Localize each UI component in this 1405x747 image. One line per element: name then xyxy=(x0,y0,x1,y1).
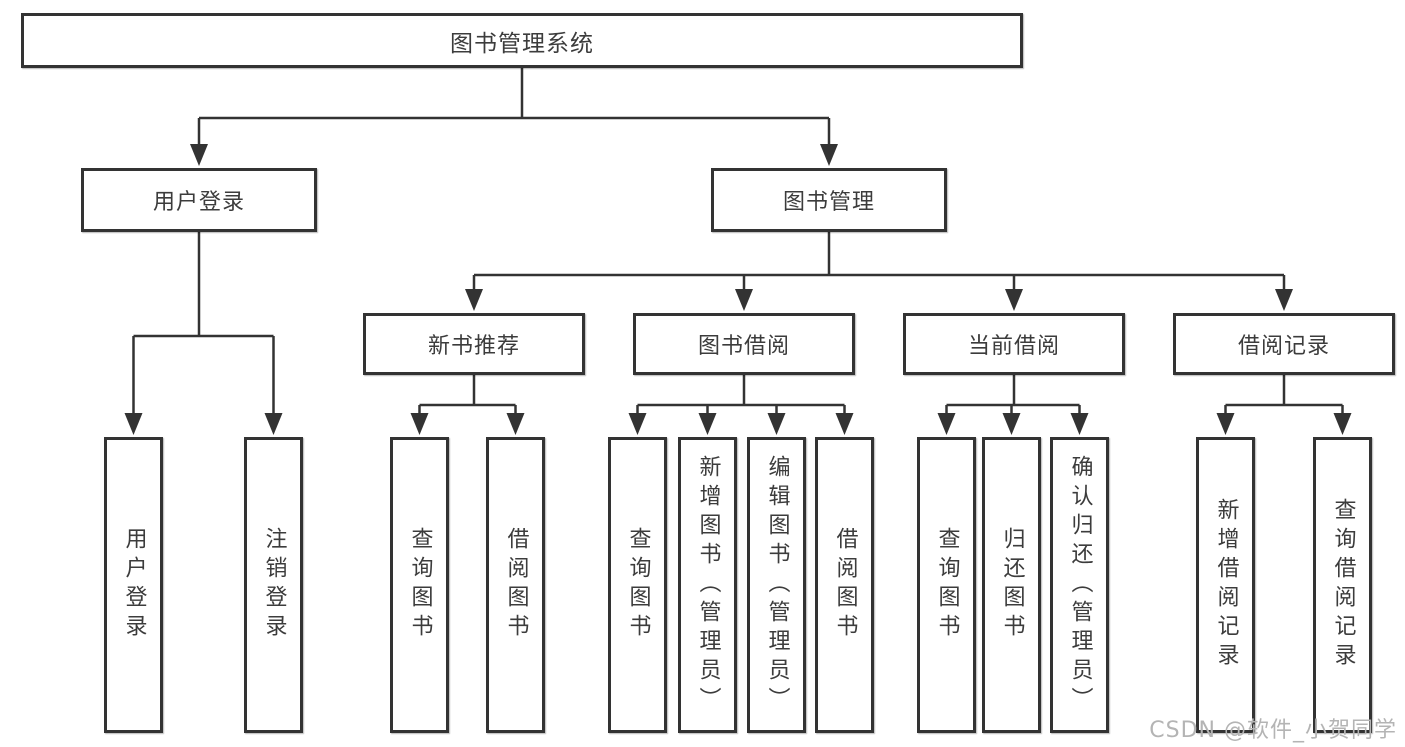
leaf-borrow-books-newbooks-label: 借阅图书 xyxy=(503,527,529,643)
node-borrowing-records-label: 借阅记录 xyxy=(1237,334,1330,359)
node-root-library-system: 图书管理系统 xyxy=(21,13,1023,68)
leaf-query-borrow-record-label: 查询借阅记录 xyxy=(1330,498,1356,672)
leaf-confirm-return-admin: 确认归还（管理员） xyxy=(1050,437,1109,733)
node-current-borrowing-label: 当前借阅 xyxy=(967,334,1060,359)
leaf-logout: 注销登录 xyxy=(244,437,303,733)
csdn-watermark: CSDN @软件_小贺同学 xyxy=(1149,718,1397,743)
connector-book-borrow-to-leaves xyxy=(636,375,846,417)
node-new-book-recommendation: 新书推荐 xyxy=(363,313,585,375)
leaf-logout-label: 注销登录 xyxy=(261,527,287,643)
leaf-edit-books-admin-label: 编辑图书（管理员） xyxy=(764,454,790,716)
leaf-user-login: 用户登录 xyxy=(104,437,163,733)
leaf-user-login-label: 用户登录 xyxy=(121,527,147,643)
leaf-add-books-admin: 新增图书（管理员） xyxy=(678,437,737,733)
node-borrowing-records: 借阅记录 xyxy=(1173,313,1395,375)
connector-current-borrow-to-leaves xyxy=(945,375,1081,417)
node-book-borrowing: 图书借阅 xyxy=(633,313,855,375)
leaf-query-books-newbooks-label: 查询图书 xyxy=(407,527,433,643)
node-new-book-recommendation-label: 新书推荐 xyxy=(427,334,520,359)
leaf-borrow-books-newbooks: 借阅图书 xyxy=(486,437,545,733)
node-user-login-label: 用户登录 xyxy=(152,190,245,215)
leaf-query-books-borrow-label: 查询图书 xyxy=(625,527,651,643)
leaf-add-borrow-record-label: 新增借阅记录 xyxy=(1213,498,1239,672)
node-user-login: 用户登录 xyxy=(81,168,317,232)
leaf-query-books-newbooks: 查询图书 xyxy=(390,437,449,733)
node-book-management-label: 图书管理 xyxy=(782,190,875,215)
leaf-return-books: 归还图书 xyxy=(982,437,1041,733)
node-book-borrowing-label: 图书借阅 xyxy=(697,334,790,359)
node-current-borrowing: 当前借阅 xyxy=(903,313,1125,375)
leaf-edit-books-admin: 编辑图书（管理员） xyxy=(747,437,806,733)
leaf-confirm-return-admin-label: 确认归还（管理员） xyxy=(1067,454,1093,716)
leaf-query-books-borrow: 查询图书 xyxy=(608,437,667,733)
leaf-return-books-label: 归还图书 xyxy=(999,527,1025,643)
leaf-query-books-current-label: 查询图书 xyxy=(934,527,960,643)
connector-new-books-to-leaves xyxy=(418,375,517,417)
leaf-query-books-current: 查询图书 xyxy=(917,437,976,733)
leaf-add-borrow-record: 新增借阅记录 xyxy=(1196,437,1255,733)
connector-book-management-to-level3 xyxy=(472,232,1286,293)
node-book-management: 图书管理 xyxy=(711,168,947,232)
leaf-add-books-admin-label: 新增图书（管理员） xyxy=(695,454,721,716)
leaf-borrow-books: 借阅图书 xyxy=(815,437,874,733)
leaf-query-borrow-record: 查询借阅记录 xyxy=(1313,437,1372,733)
node-root-label: 图书管理系统 xyxy=(450,30,594,57)
connector-borrow-records-to-leaves xyxy=(1224,375,1344,417)
leaf-borrow-books-label: 借阅图书 xyxy=(832,527,858,643)
connector-root-to-level2 xyxy=(197,68,831,148)
connector-user-login-to-leaves xyxy=(132,232,275,417)
